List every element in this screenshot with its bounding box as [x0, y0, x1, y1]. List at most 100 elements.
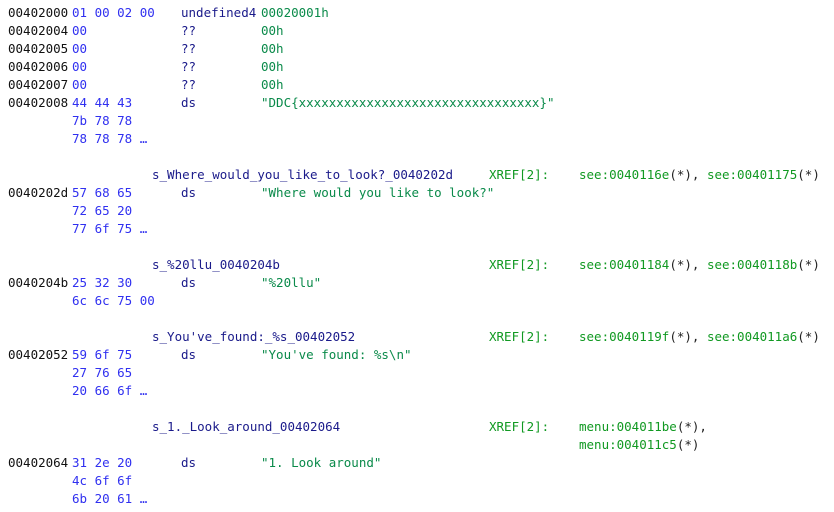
xref-link[interactable]: see:00401175 — [706, 167, 798, 182]
address[interactable]: 0040202d — [8, 185, 69, 200]
byte-values: 00 — [72, 77, 88, 92]
xref-type: (*), — [676, 419, 707, 434]
bytes-continuation-row: 78 78 78 … — [0, 130, 834, 148]
xref-link[interactable]: see:004011a6 — [706, 329, 798, 344]
xref-type: (*), — [669, 329, 707, 344]
mnemonic: ds — [181, 185, 197, 200]
byte-values: 44 44 43 — [72, 95, 133, 110]
address[interactable]: 00402008 — [8, 95, 69, 110]
address[interactable]: 00402005 — [8, 41, 69, 56]
byte-values: 00 — [72, 59, 88, 74]
address[interactable]: 00402000 — [8, 5, 69, 20]
address[interactable]: 00402006 — [8, 59, 69, 74]
xref-link[interactable]: see:0040116e — [579, 167, 670, 182]
mnemonic: ds — [181, 275, 197, 290]
byte-values: 00 — [72, 41, 88, 56]
symbol-label[interactable]: s_1._Look_around_00402064 — [152, 419, 341, 434]
operand[interactable]: 00020001h — [261, 5, 329, 20]
label-row[interactable]: s_Where_would_you_like_to_look?_0040202d… — [0, 166, 834, 184]
byte-values: 01 00 02 00 — [72, 5, 155, 20]
byte-values: 4c 6f 6f — [72, 473, 133, 488]
bytes-continuation-row: 72 65 20 — [0, 202, 834, 220]
blank-row — [0, 148, 834, 166]
xref-continuation-row: menu:004011c5(*) — [0, 436, 834, 454]
operand[interactable]: 00h — [261, 59, 284, 74]
operand[interactable]: 00h — [261, 23, 284, 38]
xref-type: (*) — [797, 257, 820, 272]
label-row[interactable]: s_You've_found:_%s_00402052 XREF[2]: see:0… — [0, 328, 834, 346]
byte-values: 59 6f 75 — [72, 347, 133, 362]
byte-values: 78 78 78 … — [72, 131, 148, 146]
xref-link[interactable]: see:00401184 — [579, 257, 670, 272]
xref-header: XREF[2]: — [489, 167, 550, 182]
blank-row — [0, 310, 834, 328]
operand[interactable]: "You've found: %s\n" — [261, 347, 412, 362]
byte-values: 27 76 65 — [72, 365, 133, 380]
label-row[interactable]: s_1._Look_around_00402064 XREF[2]: menu:00… — [0, 418, 834, 436]
byte-values: 72 65 20 — [72, 203, 133, 218]
address[interactable]: 00402064 — [8, 455, 69, 470]
bytes-continuation-row: 7b 78 78 — [0, 112, 834, 130]
operand[interactable]: "Where would you like to look?" — [261, 185, 495, 200]
mnemonic: ds — [181, 95, 197, 110]
symbol-label[interactable]: s_You've_found:_%s_00402052 — [152, 329, 356, 344]
xref-type: (*) — [797, 167, 820, 182]
mnemonic: ds — [181, 347, 197, 362]
bytes-continuation-row: 27 76 65 — [0, 364, 834, 382]
bytes-continuation-row: 77 6f 75 … — [0, 220, 834, 238]
xref-list: menu:004011be(*), — [579, 418, 707, 436]
mnemonic: ?? — [181, 23, 197, 38]
operand[interactable]: "1. Look around" — [261, 455, 382, 470]
byte-values: 20 66 6f … — [72, 383, 148, 398]
byte-values: 57 68 65 — [72, 185, 133, 200]
mnemonic: ?? — [181, 59, 197, 74]
byte-values: 25 32 30 — [72, 275, 133, 290]
blank-row — [0, 238, 834, 256]
symbol-label[interactable]: s_%20llu_0040204b — [152, 257, 280, 272]
xref-header: XREF[2]: — [489, 257, 550, 272]
symbol-label[interactable]: s_Where_would_you_like_to_look?_0040202d — [152, 167, 454, 182]
operand[interactable]: "%20llu" — [261, 275, 322, 290]
operand[interactable]: 00h — [261, 77, 284, 92]
operand[interactable]: 00h — [261, 41, 284, 56]
byte-values: 00 — [72, 23, 88, 38]
xref-type: (*), — [669, 257, 707, 272]
bytes-continuation-row: 6b 20 61 … — [0, 490, 834, 508]
xref-link[interactable]: menu:004011c5 — [579, 437, 677, 452]
xref-type: (*) — [797, 329, 820, 344]
mnemonic: ds — [181, 455, 197, 470]
mnemonic: ?? — [181, 41, 197, 56]
byte-values: 6b 20 61 … — [72, 491, 148, 506]
xref-link[interactable]: see:0040118b — [706, 257, 798, 272]
xref-header: XREF[2]: — [489, 329, 550, 344]
xref-list: menu:004011c5(*) — [579, 436, 699, 454]
address[interactable]: 0040204b — [8, 275, 69, 290]
operand[interactable]: "DDC{xxxxxxxxxxxxxxxxxxxxxxxxxxxxxxxx}" — [261, 95, 555, 110]
address[interactable]: 00402004 — [8, 23, 69, 38]
bytes-continuation-row: 6c 6c 75 00 — [0, 292, 834, 310]
byte-values: 6c 6c 75 00 — [72, 293, 155, 308]
xref-list: see:0040119f(*), see:004011a6(*) — [579, 328, 820, 346]
address[interactable]: 00402052 — [8, 347, 69, 362]
byte-values: 7b 78 78 — [72, 113, 133, 128]
address[interactable]: 00402007 — [8, 77, 69, 92]
xref-link[interactable]: menu:004011be — [579, 419, 677, 434]
bytes-continuation-row: 4c 6f 6f — [0, 472, 834, 490]
xref-link[interactable]: see:0040119f — [579, 329, 670, 344]
xref-type: (*), — [669, 167, 707, 182]
mnemonic: ?? — [181, 77, 197, 92]
xref-header: XREF[2]: — [489, 419, 550, 434]
xref-type: (*) — [676, 437, 700, 452]
